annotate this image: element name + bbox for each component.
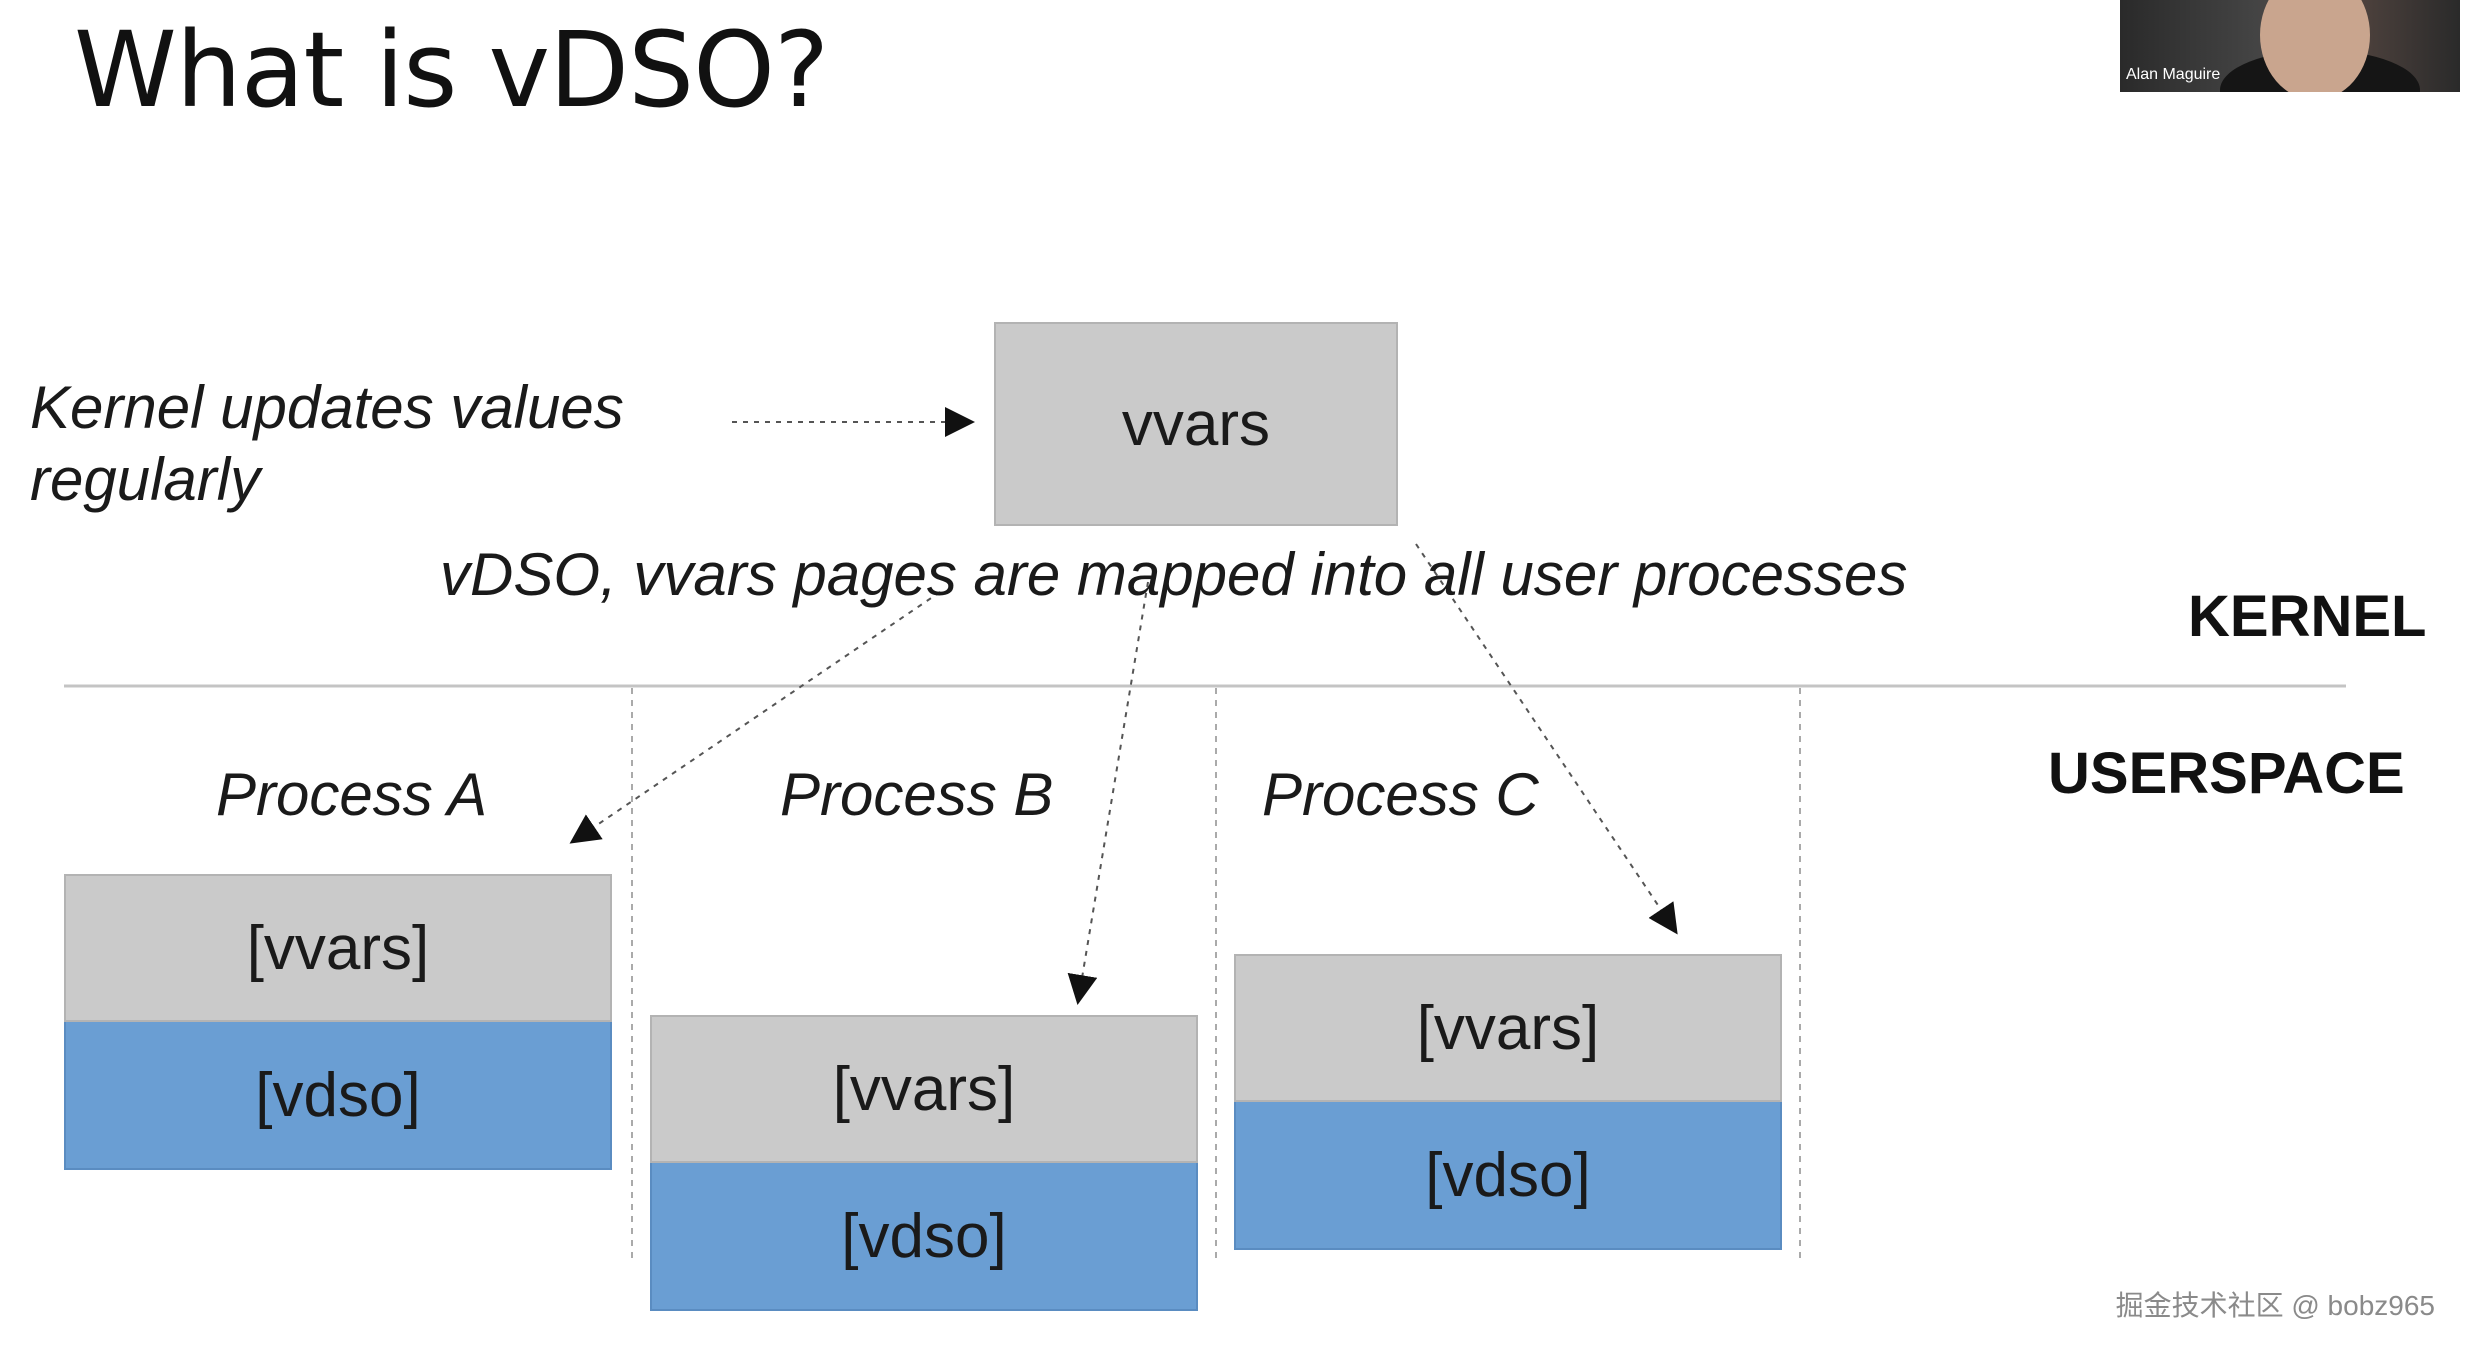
slide-title: What is vDSO? xyxy=(74,9,829,131)
process-a-label: Process A xyxy=(216,761,488,828)
process-b-memory-stack: [vvars] [vdso] xyxy=(650,1015,1198,1311)
webcam-video-tile: Alan Maguire xyxy=(2120,0,2460,92)
process-c-vdso-page: [vdso] xyxy=(1234,1102,1782,1250)
map-arrow-process-a xyxy=(569,591,941,844)
mapping-note: vDSO, vvars pages are mapped into all us… xyxy=(440,541,1908,608)
process-b-vvars-page: [vvars] xyxy=(650,1015,1198,1163)
process-a-vvars-label: [vvars] xyxy=(246,913,430,983)
kernel-vvars-box: vvars xyxy=(994,322,1398,526)
process-a-vvars-page: [vvars] xyxy=(64,874,612,1022)
process-b-vdso-page: [vdso] xyxy=(650,1163,1198,1311)
process-a-memory-stack: [vvars] [vdso] xyxy=(64,874,612,1170)
kernel-note: Kernel updates values regularly xyxy=(30,372,624,516)
process-c-vvars-label: [vvars] xyxy=(1416,993,1600,1063)
map-arrow-process-b xyxy=(1067,581,1149,1005)
process-c-label: Process C xyxy=(1262,761,1539,828)
webcam-speaker-name: Alan Maguire xyxy=(2126,66,2221,83)
kernel-section-label: KERNEL xyxy=(2188,584,2427,649)
watermark: 掘金技术社区 @ bobz965 xyxy=(2115,1290,2435,1321)
map-arrow-process-c xyxy=(1415,543,1678,935)
process-a-vdso-page: [vdso] xyxy=(64,1022,612,1170)
userspace-section-label: USERSPACE xyxy=(2048,741,2405,806)
process-b-label: Process B xyxy=(780,761,1054,828)
process-c-vdso-label: [vdso] xyxy=(1425,1140,1591,1210)
kernel-note-line-2: regularly xyxy=(30,446,261,513)
process-a-vdso-label: [vdso] xyxy=(255,1060,421,1130)
process-b-vvars-label: [vvars] xyxy=(832,1054,1016,1124)
kernel-note-line-1: Kernel updates values xyxy=(30,374,624,441)
process-c-vvars-page: [vvars] xyxy=(1234,954,1782,1102)
kernel-vvars-label: vvars xyxy=(1121,389,1271,459)
process-b-vdso-label: [vdso] xyxy=(841,1201,1007,1271)
process-c-memory-stack: [vvars] [vdso] xyxy=(1234,954,1782,1250)
webcam-speaker-face xyxy=(2260,0,2370,92)
